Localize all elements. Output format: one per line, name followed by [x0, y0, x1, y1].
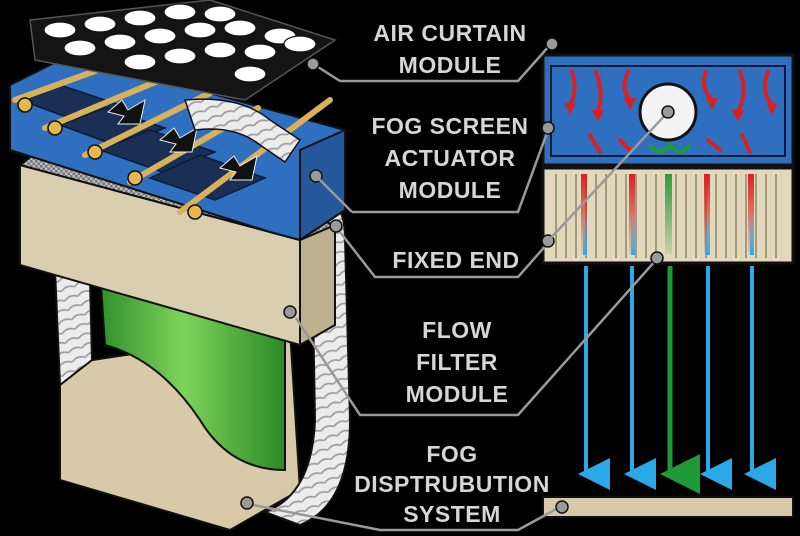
label-air-curtain-module: AIR CURTAIN MODULE	[373, 20, 526, 78]
air-curtain-arrows	[568, 70, 774, 154]
label-line: FLOW	[422, 317, 492, 343]
label-line: SYSTEM	[403, 501, 501, 527]
leader-fixed-end	[339, 231, 549, 279]
leader-flow-filter	[294, 259, 657, 417]
label-line: AIR CURTAIN	[373, 20, 526, 46]
fog-outlet-cusp	[648, 141, 692, 154]
leader-fog-distribution	[252, 503, 561, 532]
label-line: FOG SCREEN	[371, 113, 528, 139]
cross-section	[541, 53, 795, 518]
leader-lines	[240, 37, 675, 532]
actuator-module-side	[299, 128, 346, 242]
filter-color-bars	[581, 174, 754, 255]
actuator-slots	[17, 84, 268, 201]
outflow-arrows	[578, 266, 776, 494]
label-line: MODULE	[406, 381, 509, 407]
label-line: FOG	[426, 441, 477, 467]
leader-air-curtain	[317, 44, 551, 83]
device-assembly	[9, 0, 352, 532]
label-line: ACTUATOR	[385, 145, 516, 171]
label-line: MODULE	[399, 52, 502, 78]
gear-icons	[17, 97, 203, 220]
label-fixed-end: FIXED END	[392, 247, 519, 273]
filter-slats	[555, 174, 777, 258]
label-fog-screen-actuator-module: FOG SCREEN ACTUATOR MODULE	[371, 113, 528, 203]
label-line: FIXED END	[392, 247, 519, 273]
label-line: DISPTRUBUTION	[354, 471, 550, 497]
label-flow-filter-module: FLOW FILTER MODULE	[406, 317, 509, 407]
fan-icons	[43, 3, 317, 83]
airflow-arrows	[106, 98, 258, 181]
label-line: FILTER	[416, 349, 498, 375]
leader-fog-screen	[352, 129, 550, 214]
air-arrow-heads	[564, 98, 778, 122]
internal-flex-duct	[183, 98, 302, 164]
distribution-strip	[542, 496, 794, 518]
label-line: MODULE	[399, 177, 502, 203]
label-fog-distribution-system: FOG DISPTRUBUTION SYSTEM	[354, 441, 550, 527]
flow-filter-side	[299, 223, 336, 347]
